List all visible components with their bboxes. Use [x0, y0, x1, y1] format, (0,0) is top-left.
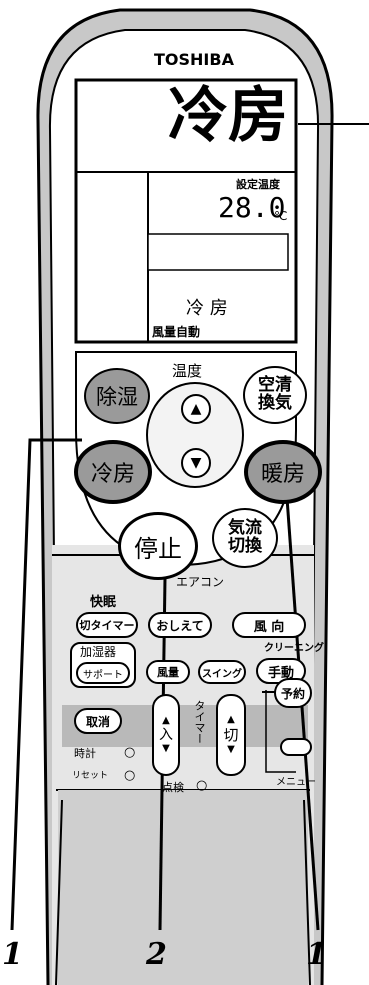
callout-1-left: 1 — [2, 937, 23, 972]
brand-logo: TOSHIBA — [154, 50, 234, 69]
off-timer-button[interactable]: 切タイマー — [76, 612, 138, 638]
cooling-label: 冷房 — [90, 462, 135, 487]
aircon-label: エアコン — [176, 575, 225, 589]
humidifier-label: 加湿器 — [80, 645, 117, 659]
cancel-button[interactable]: 取消 — [74, 708, 122, 734]
air-clean-label-1: 空清 — [258, 375, 292, 396]
display-mode-large: 冷房 — [168, 81, 288, 151]
swing-button[interactable]: スイング — [198, 660, 246, 684]
temp-up-button[interactable]: ▲ — [181, 394, 211, 424]
temperature-value: 28.0 — [218, 191, 286, 224]
off-timer-label: 切タイマー — [79, 619, 135, 632]
timer-off-label: 切 — [223, 726, 239, 744]
temperature-unit: ℃ — [274, 209, 288, 223]
dehumidify-button[interactable]: 除湿 — [84, 368, 150, 424]
oshiete-label: おしえて — [156, 618, 204, 633]
swing-label: スイング — [202, 668, 242, 680]
timer-on-button[interactable]: ▲ 入 ▼ — [152, 694, 180, 776]
timer-off-down-icon: ▼ — [227, 744, 235, 755]
fan-status: 風量自動 — [152, 325, 201, 339]
menu-label: メニュー — [276, 777, 316, 788]
heating-button[interactable]: 暖房 — [244, 440, 322, 504]
fan-direction-button[interactable]: 風 向 — [232, 612, 306, 638]
reserve-label: 予約 — [280, 686, 305, 701]
display-mode-small: 冷 房 — [186, 298, 228, 319]
up-arrow-icon: ▲ — [190, 401, 202, 417]
callout-2-center: 2 — [146, 937, 167, 972]
timer-on-up-icon: ▲ — [162, 714, 170, 726]
timer-on-down-icon: ▼ — [162, 743, 170, 755]
cleaning-label: クリーニング — [264, 643, 324, 654]
manual-label: 手動 — [267, 665, 294, 681]
temp-label: 温度 — [172, 362, 203, 380]
reset-dot: ○ — [124, 768, 136, 783]
airflow-label-2: 切換 — [228, 536, 262, 556]
clock-label: 時計 — [74, 747, 96, 760]
fan-speed-label: 風量 — [157, 666, 179, 679]
callout-1-right: 1 — [306, 937, 327, 972]
clock-dot: ○ — [124, 745, 136, 760]
fan-speed-button[interactable]: 風量 — [146, 660, 190, 684]
air-clean-label-2: 換気 — [258, 393, 292, 413]
reset-label: リセット — [72, 771, 109, 781]
timer-label: タイマー — [193, 700, 206, 744]
stop-button[interactable]: 停止 — [118, 512, 198, 580]
support-button[interactable]: サポート — [76, 662, 130, 684]
timer-off-button[interactable]: ▲ 切 ▼ — [216, 694, 246, 776]
set-temp-label: 設定温度 — [236, 178, 280, 191]
timer-on-label: 入 — [159, 726, 173, 743]
airflow-label-1: 気流 — [228, 518, 262, 539]
support-label: サポート — [83, 669, 123, 681]
stop-label: 停止 — [134, 534, 182, 563]
fan-direction-label: 風 向 — [253, 619, 285, 635]
airflow-button[interactable]: 気流 切換 — [212, 508, 278, 568]
sleep-label: 快眠 — [90, 595, 117, 610]
cooling-button[interactable]: 冷房 — [74, 440, 152, 504]
timer-off-up-icon: ▲ — [227, 714, 235, 725]
dehumidify-label: 除湿 — [96, 385, 138, 409]
check-label: 点検 — [162, 781, 184, 794]
down-arrow-icon: ▼ — [190, 455, 202, 471]
menu-button[interactable] — [280, 738, 312, 756]
check-dot: ○ — [196, 778, 208, 793]
temp-down-button[interactable]: ▼ — [181, 448, 211, 478]
cancel-label: 取消 — [85, 714, 110, 729]
reserve-button[interactable]: 予約 — [274, 678, 312, 708]
heating-label: 暖房 — [260, 462, 305, 487]
air-clean-button[interactable]: 空清 換気 — [243, 366, 307, 424]
oshiete-button[interactable]: おしえて — [148, 612, 212, 638]
